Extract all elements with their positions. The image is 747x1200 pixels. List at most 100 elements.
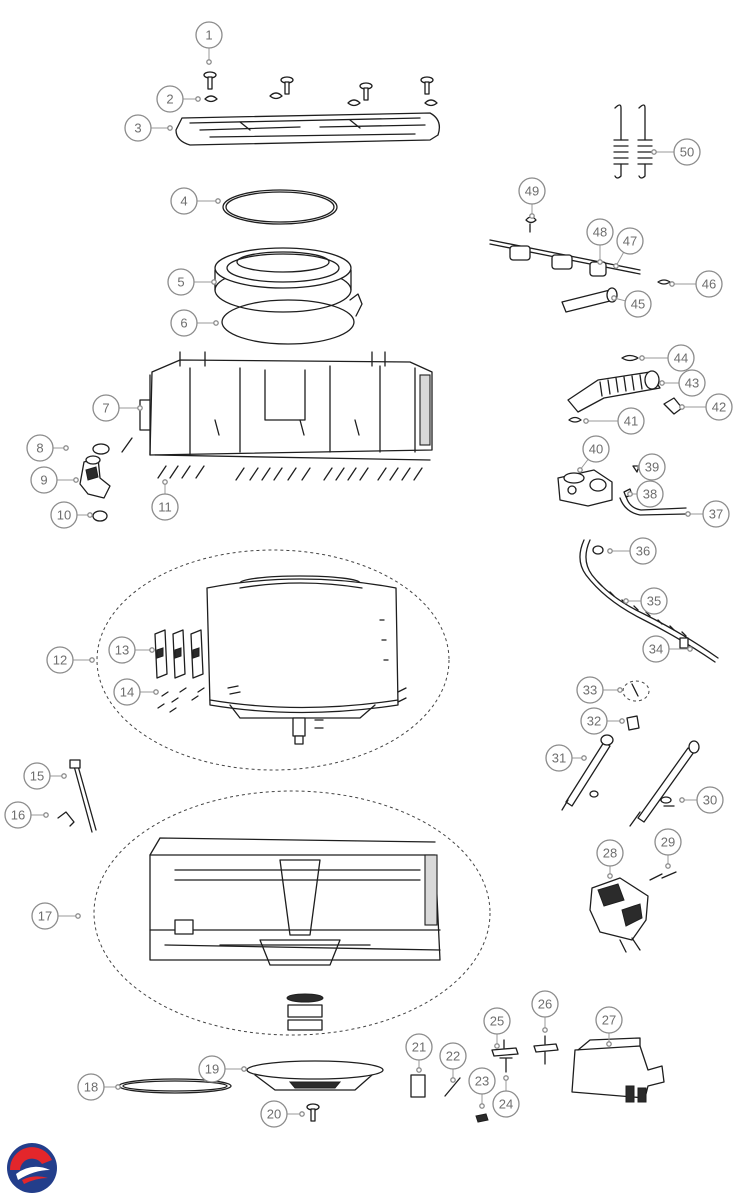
callout-33: 33 — [576, 676, 623, 704]
callout-circle — [405, 1033, 433, 1061]
callout-number: 3 — [134, 121, 141, 136]
leader-dot — [665, 863, 671, 869]
callout-23: 23 — [468, 1067, 496, 1109]
callout-number: 32 — [587, 714, 601, 729]
leader-dot — [115, 1084, 121, 1090]
drain-hose-part — [567, 370, 661, 413]
leader-dot — [669, 281, 675, 287]
callout-circle — [595, 1006, 623, 1034]
callout-7: 7 — [92, 394, 143, 422]
pulley-part — [246, 1060, 384, 1091]
callout-number: 1 — [205, 28, 212, 43]
water-valve-part — [557, 469, 613, 507]
leader-dot — [581, 755, 587, 761]
leader-dot — [639, 355, 645, 361]
callout-number: 18 — [84, 1080, 98, 1095]
callout-36: 36 — [607, 537, 657, 565]
leader-dot — [299, 1111, 305, 1117]
clips-part — [204, 92, 438, 107]
shock-bushing-part — [626, 715, 640, 731]
callout-circle — [30, 466, 58, 494]
callout-number: 25 — [490, 1014, 504, 1029]
tub-ring-part — [214, 247, 352, 313]
callout-number: 42 — [712, 400, 726, 415]
callout-number: 8 — [36, 441, 43, 456]
lower-tub-part — [149, 837, 441, 966]
pulley-bolt-part — [306, 1103, 320, 1122]
callout-circle — [198, 1055, 226, 1083]
callout-30: 30 — [679, 786, 724, 814]
callout-18: 18 — [77, 1073, 121, 1101]
outer-tub-part — [139, 351, 433, 461]
callout-circle — [170, 187, 198, 215]
callout-circle — [195, 21, 223, 49]
leader-dot — [542, 1027, 548, 1033]
callout-46: 46 — [669, 270, 723, 298]
callout-48: 48 — [586, 218, 614, 265]
callout-circle — [113, 678, 141, 706]
leader-dot — [617, 687, 623, 693]
callout-14: 14 — [113, 678, 159, 706]
callout-circle — [50, 501, 78, 529]
callout-25: 25 — [483, 1007, 511, 1049]
callout-number: 16 — [11, 808, 25, 823]
callout-number: 44 — [674, 351, 688, 366]
callout-2: 2 — [156, 85, 201, 113]
callout-44: 44 — [639, 344, 695, 372]
callout-number: 10 — [57, 508, 71, 523]
elbow-hose-part — [79, 455, 111, 499]
brand-logo-icon — [7, 1143, 57, 1193]
callout-circle — [4, 801, 32, 829]
callout-circle — [673, 138, 701, 166]
callout-circle — [92, 394, 120, 422]
callout-circle — [617, 407, 645, 435]
callout-circle — [629, 537, 657, 565]
callout-number: 37 — [709, 507, 723, 522]
callout-number: 31 — [552, 751, 566, 766]
callout-circle — [576, 676, 604, 704]
callout-37: 37 — [685, 500, 730, 528]
callout-circle — [124, 114, 152, 142]
callout-29: 29 — [654, 828, 682, 869]
leader-dot — [43, 812, 49, 818]
suspension-rod-part — [69, 759, 97, 833]
callout-number: 6 — [180, 316, 187, 331]
leader-dot — [503, 1075, 509, 1081]
leader-dot — [611, 295, 617, 301]
callout-number: 50 — [680, 145, 694, 160]
capacitor-part — [410, 1074, 426, 1098]
callout-circle — [170, 309, 198, 337]
leader-dot — [167, 125, 173, 131]
callout-number: 23 — [475, 1074, 489, 1089]
top-cover-part — [175, 112, 441, 146]
callout-circle — [654, 828, 682, 856]
hose-clamp-part — [92, 443, 110, 455]
callout-circle — [260, 1100, 288, 1128]
callout-6: 6 — [170, 309, 219, 337]
callout-circle — [545, 744, 573, 772]
shock-absorber-left-part — [561, 734, 614, 811]
leader-dot — [577, 467, 583, 473]
callout-34: 34 — [642, 635, 693, 663]
callout-circle — [108, 636, 136, 664]
callout-number: 13 — [115, 643, 129, 658]
leader-dot — [679, 797, 685, 803]
callout-number: 49 — [525, 184, 539, 199]
leader-dot — [627, 491, 633, 497]
callout-circle — [636, 480, 664, 508]
callout-24: 24 — [492, 1075, 520, 1118]
bracket-right-part — [533, 1035, 559, 1065]
leader-dot — [195, 96, 201, 102]
callout-number: 24 — [499, 1097, 513, 1112]
leader-dot — [651, 149, 657, 155]
spring-clip-part — [475, 1113, 489, 1123]
callout-number: 36 — [636, 544, 650, 559]
leader-dot — [687, 646, 693, 652]
callout-22: 22 — [439, 1042, 467, 1083]
callout-number: 26 — [538, 997, 552, 1012]
callout-circle — [77, 1073, 105, 1101]
callout-number: 48 — [593, 225, 607, 240]
spring-clamp-part — [621, 354, 639, 362]
rod-clip-part — [657, 279, 671, 285]
